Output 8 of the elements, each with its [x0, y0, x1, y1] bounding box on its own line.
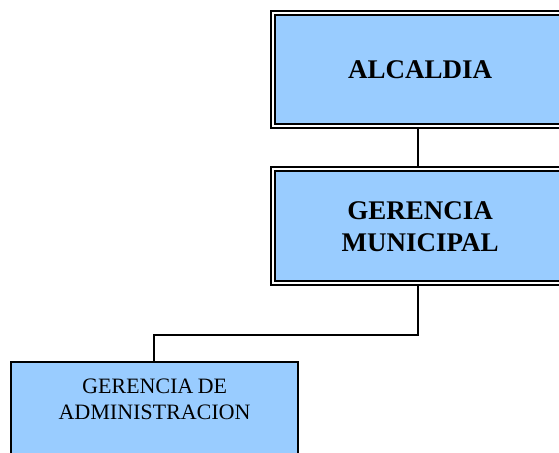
box-label: ALCALDIA: [348, 53, 492, 86]
connector-line: [417, 129, 419, 166]
org-box: [270, 166, 559, 286]
box-label: GERENCIA MUNICIPAL: [340, 194, 500, 258]
connector-line: [153, 286, 419, 361]
org-box: [10, 361, 299, 453]
box-label: GERENCIA DE ADMINISTRACION: [58, 373, 252, 426]
org-box: [270, 10, 559, 129]
